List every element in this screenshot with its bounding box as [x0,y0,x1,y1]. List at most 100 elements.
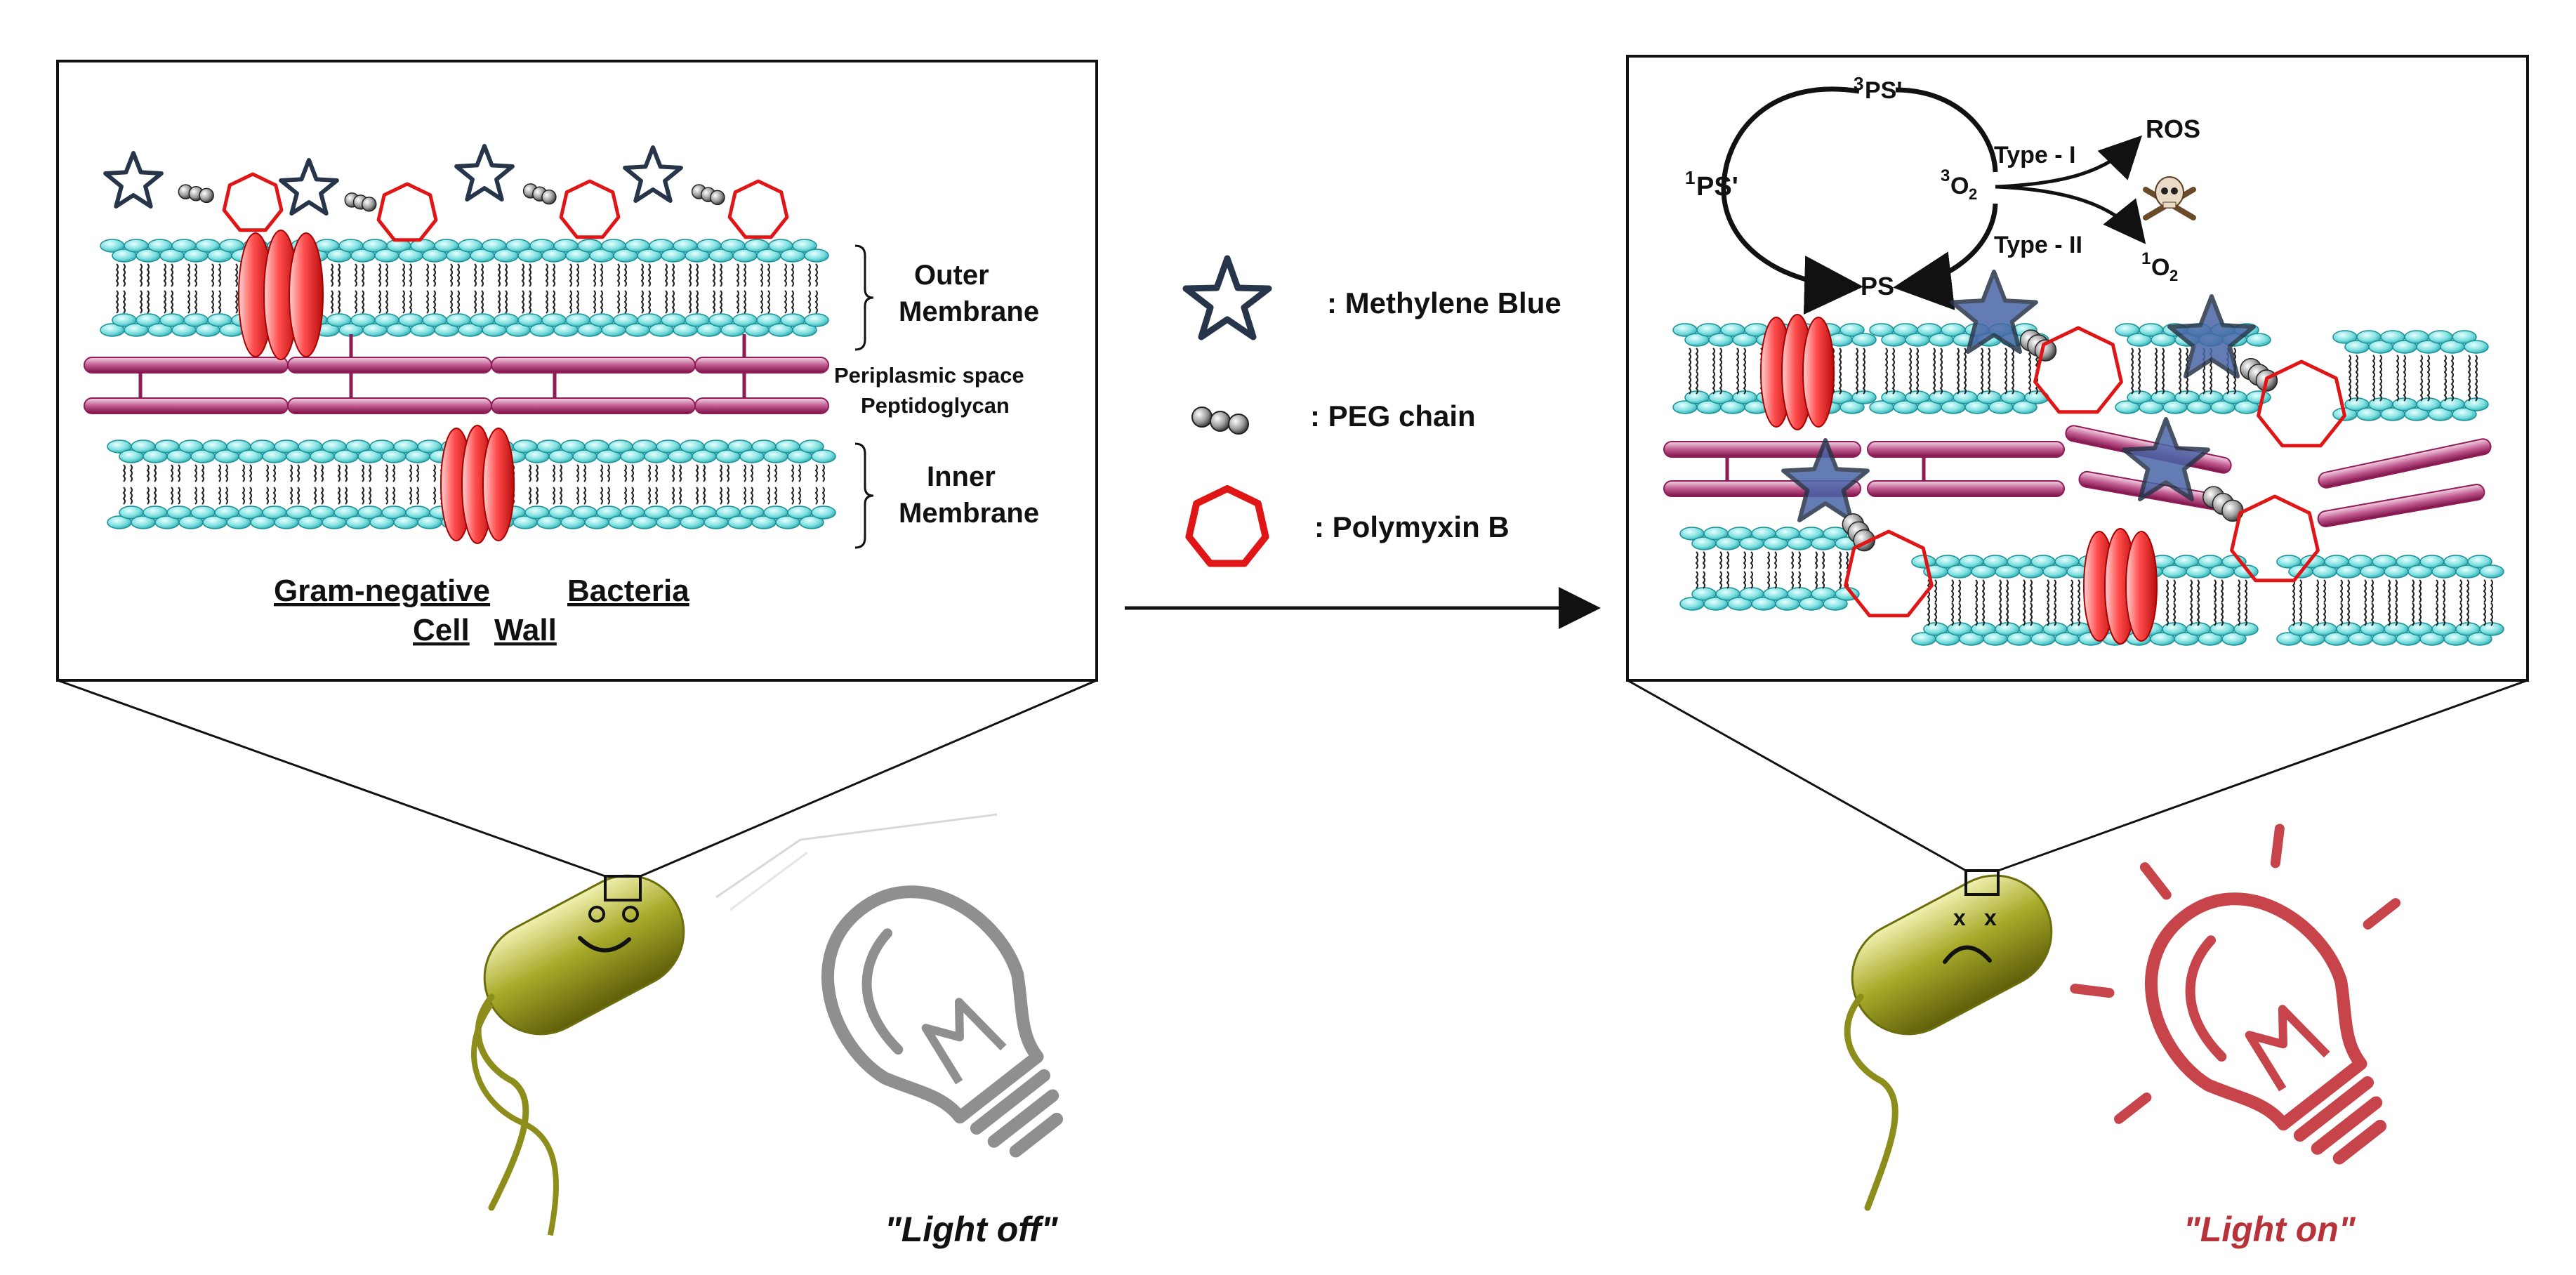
lipid-tail [1950,602,1954,626]
lipid-tail [671,263,675,287]
light-beam-faint-2 [800,813,998,841]
lipid-tail [767,263,770,287]
lipid-tail [129,487,133,505]
lipid-tail [265,487,269,505]
lipid-tail [695,464,699,482]
type-1-arrow [1995,135,2142,189]
activated-conjugates [1781,270,2346,618]
lipid-tail [1927,602,1930,626]
polymyxin-heptagon-icon [2257,359,2346,448]
lipid-tail [2411,579,2415,603]
lipid-tail [354,290,357,314]
lipid-tail [337,464,341,482]
lipid-tail [2070,602,2073,626]
title-word-gram-negative: Gram-negative [274,574,490,608]
peptidoglycan-strand [1663,441,1861,458]
lipid-head [799,515,824,529]
lipid-tail [664,263,668,287]
lipid-tail [235,290,238,314]
lipid-tail [623,464,627,482]
lipid-tail [2363,602,2367,626]
lipid-tail [2029,579,2033,603]
lipid-tail [814,263,818,287]
lipid-tail [2053,602,2056,626]
lipid-tail [2483,602,2486,626]
lipid-tail [354,263,357,287]
lipid-tail [726,487,729,505]
lipid-tail [576,487,579,505]
lipid-tail [289,487,293,505]
lipid-tail [1934,602,1937,626]
lipid-tail [791,487,794,505]
outer-bilayer [100,239,829,337]
lipid-tail [2418,579,2422,603]
conjugate [623,145,789,239]
lipid-tail [2372,378,2375,402]
lipid-tail [129,464,133,482]
lipid-tail [2161,348,2165,371]
outer-porin [238,230,324,360]
lipid-tail [1719,551,1722,569]
triplet-ps-superscript: 3 [1854,73,1863,94]
lipid-tail [2178,348,2181,371]
lipid-head [2452,330,2477,344]
left-zoom-line-1 [57,679,606,878]
lipid-tail [583,487,586,505]
lipid-tail [2387,579,2391,603]
methylene-blue-star-icon [1781,438,1870,522]
lipid-head [799,440,824,454]
lipid-tail [330,263,333,287]
lipid-tail [1821,551,1825,569]
happy-zoom-box [604,875,642,901]
lipid-tail [2209,371,2212,395]
lipid-tail [2005,602,2009,626]
lipid-tail [2244,602,2247,626]
lipid-tail [671,290,675,314]
lipid-tail [2316,602,2319,626]
lipid-tail [416,487,419,505]
lipid-tail [2443,355,2447,378]
lipid-tail [2237,579,2240,603]
happy-eye-right [622,906,639,923]
lipid-tail [583,464,586,482]
lipid-head [804,249,829,263]
lipid-tail [2403,378,2406,402]
bacterium-happy-flagellum [475,993,529,1211]
lipid-tail [2220,602,2224,626]
lipid-tail [535,487,539,505]
conjugate [279,158,438,242]
broken-peptidoglycan [2317,484,2485,527]
lipid-tail [559,487,562,505]
lipid-tail [1974,579,1978,603]
lipid-tail [1939,371,1943,395]
lipid-tail [153,487,157,505]
lipid-tail [456,290,460,314]
title-word-cell: Cell [413,613,470,647]
lipid-tail [432,290,436,314]
polymyxin-heptagon-icon [376,182,438,242]
legend-star-icon [1182,255,1272,341]
lipid-tail [361,290,364,314]
lipid-tail [1939,348,1943,371]
lipid-tail [2196,579,2200,603]
lipid-tail [678,487,682,505]
lipid-tail [2202,371,2205,395]
lipid-tail [1838,571,1842,589]
lipid-tail [146,263,150,287]
lipid-tail [552,263,555,287]
dead-zoom-box [1964,869,2000,896]
lipid-tail [1884,348,1888,371]
lipid-tail [201,464,204,482]
lipid-tail [2450,355,2454,378]
lipid-tail [2213,579,2217,603]
lipid-tail [320,464,324,482]
lipid-tail [1884,371,1888,395]
conjugate [103,151,284,232]
lipid-tail [361,263,364,287]
lipid-tail [552,290,555,314]
lipid-tail [344,464,348,482]
methylene-blue-star-icon [454,144,515,202]
lipid-tail [593,263,596,287]
lipid-tail [791,464,794,482]
peptidoglycan-strand [287,397,492,414]
